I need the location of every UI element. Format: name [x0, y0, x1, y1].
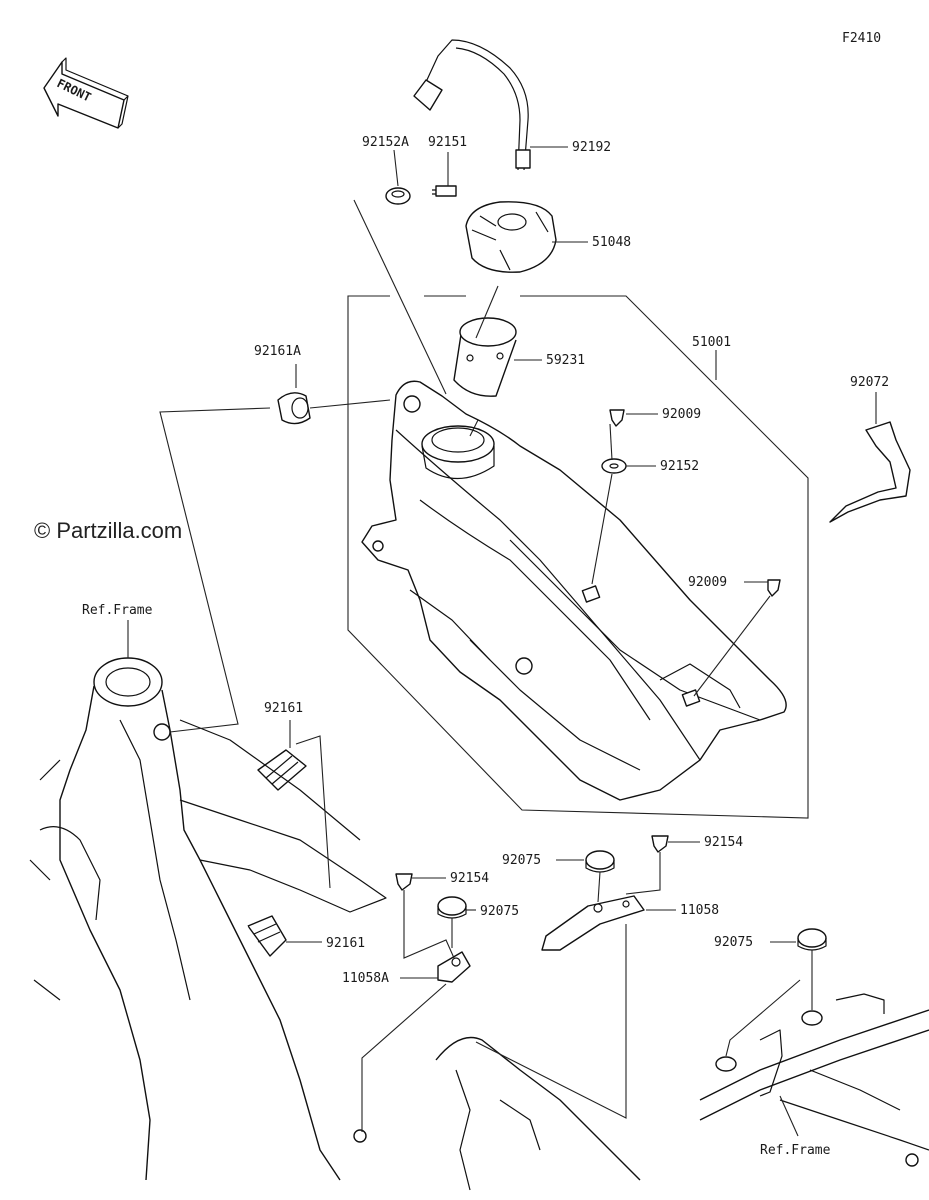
callout-92152a: 92152A: [362, 135, 409, 150]
callout-92075-right: 92075: [714, 935, 753, 950]
grommet-92075-a: [585, 850, 615, 873]
callout-92154-left: 92154: [450, 871, 489, 886]
tank-group-outline: [347, 295, 809, 819]
frame-right: [699, 993, 929, 1167]
callout-51048: 51048: [592, 235, 631, 250]
callout-11058: 11058: [680, 903, 719, 918]
fuel-filter: [453, 317, 517, 397]
fuel-tank: [361, 380, 787, 801]
callout-92154-right: 92154: [704, 835, 743, 850]
callout-92161-lower: 92161: [326, 936, 365, 951]
rubber-92161-b: [247, 915, 287, 957]
callout-59231: 59231: [546, 353, 585, 368]
fuel-cap: [465, 201, 557, 273]
callout-92161-upper: 92161: [264, 701, 303, 716]
callout-92009-upper: 92009: [662, 407, 701, 422]
grommet-92075-c: [797, 928, 827, 951]
grommet-92075-b: [437, 896, 467, 919]
bolt-92154-left: [395, 873, 413, 891]
breather-hose: [425, 39, 529, 171]
bolt-92154-right: [651, 835, 669, 853]
callout-92009-lower: 92009: [688, 575, 727, 590]
bracket-11058: [541, 895, 645, 951]
frame-left: [29, 657, 387, 1181]
bolt-92009-lower: [767, 579, 781, 597]
bracket-11058a: [437, 951, 471, 983]
callout-11058a: 11058A: [342, 971, 389, 986]
watermark: © Partzilla.com: [34, 518, 183, 543]
washer-92152: [601, 458, 627, 474]
ref-frame-label-right: Ref.Frame: [760, 1143, 831, 1158]
damper-92161a: [277, 392, 311, 425]
callout-92161a: 92161A: [254, 344, 301, 359]
callout-92151: 92151: [428, 135, 467, 150]
figure-code: F2410: [842, 31, 881, 46]
callout-92075-upper: 92075: [502, 853, 541, 868]
frame-center: [353, 1036, 641, 1191]
front-arrow-icon: FRONT: [43, 57, 129, 129]
callout-92192: 92192: [572, 140, 611, 155]
leader-lines: [127, 146, 877, 1137]
rubber-92161-a: [257, 749, 307, 791]
callout-92075-center: 92075: [480, 904, 519, 919]
ref-frame-label-left: Ref.Frame: [82, 603, 153, 618]
callout-51001: 51001: [692, 335, 731, 350]
bolt-92009-upper: [609, 409, 625, 427]
washer-92152a: [385, 187, 411, 205]
callout-92072: 92072: [850, 375, 889, 390]
bolt-92151: [432, 185, 457, 197]
callout-92152: 92152: [660, 459, 699, 474]
tank-band: [829, 421, 911, 523]
